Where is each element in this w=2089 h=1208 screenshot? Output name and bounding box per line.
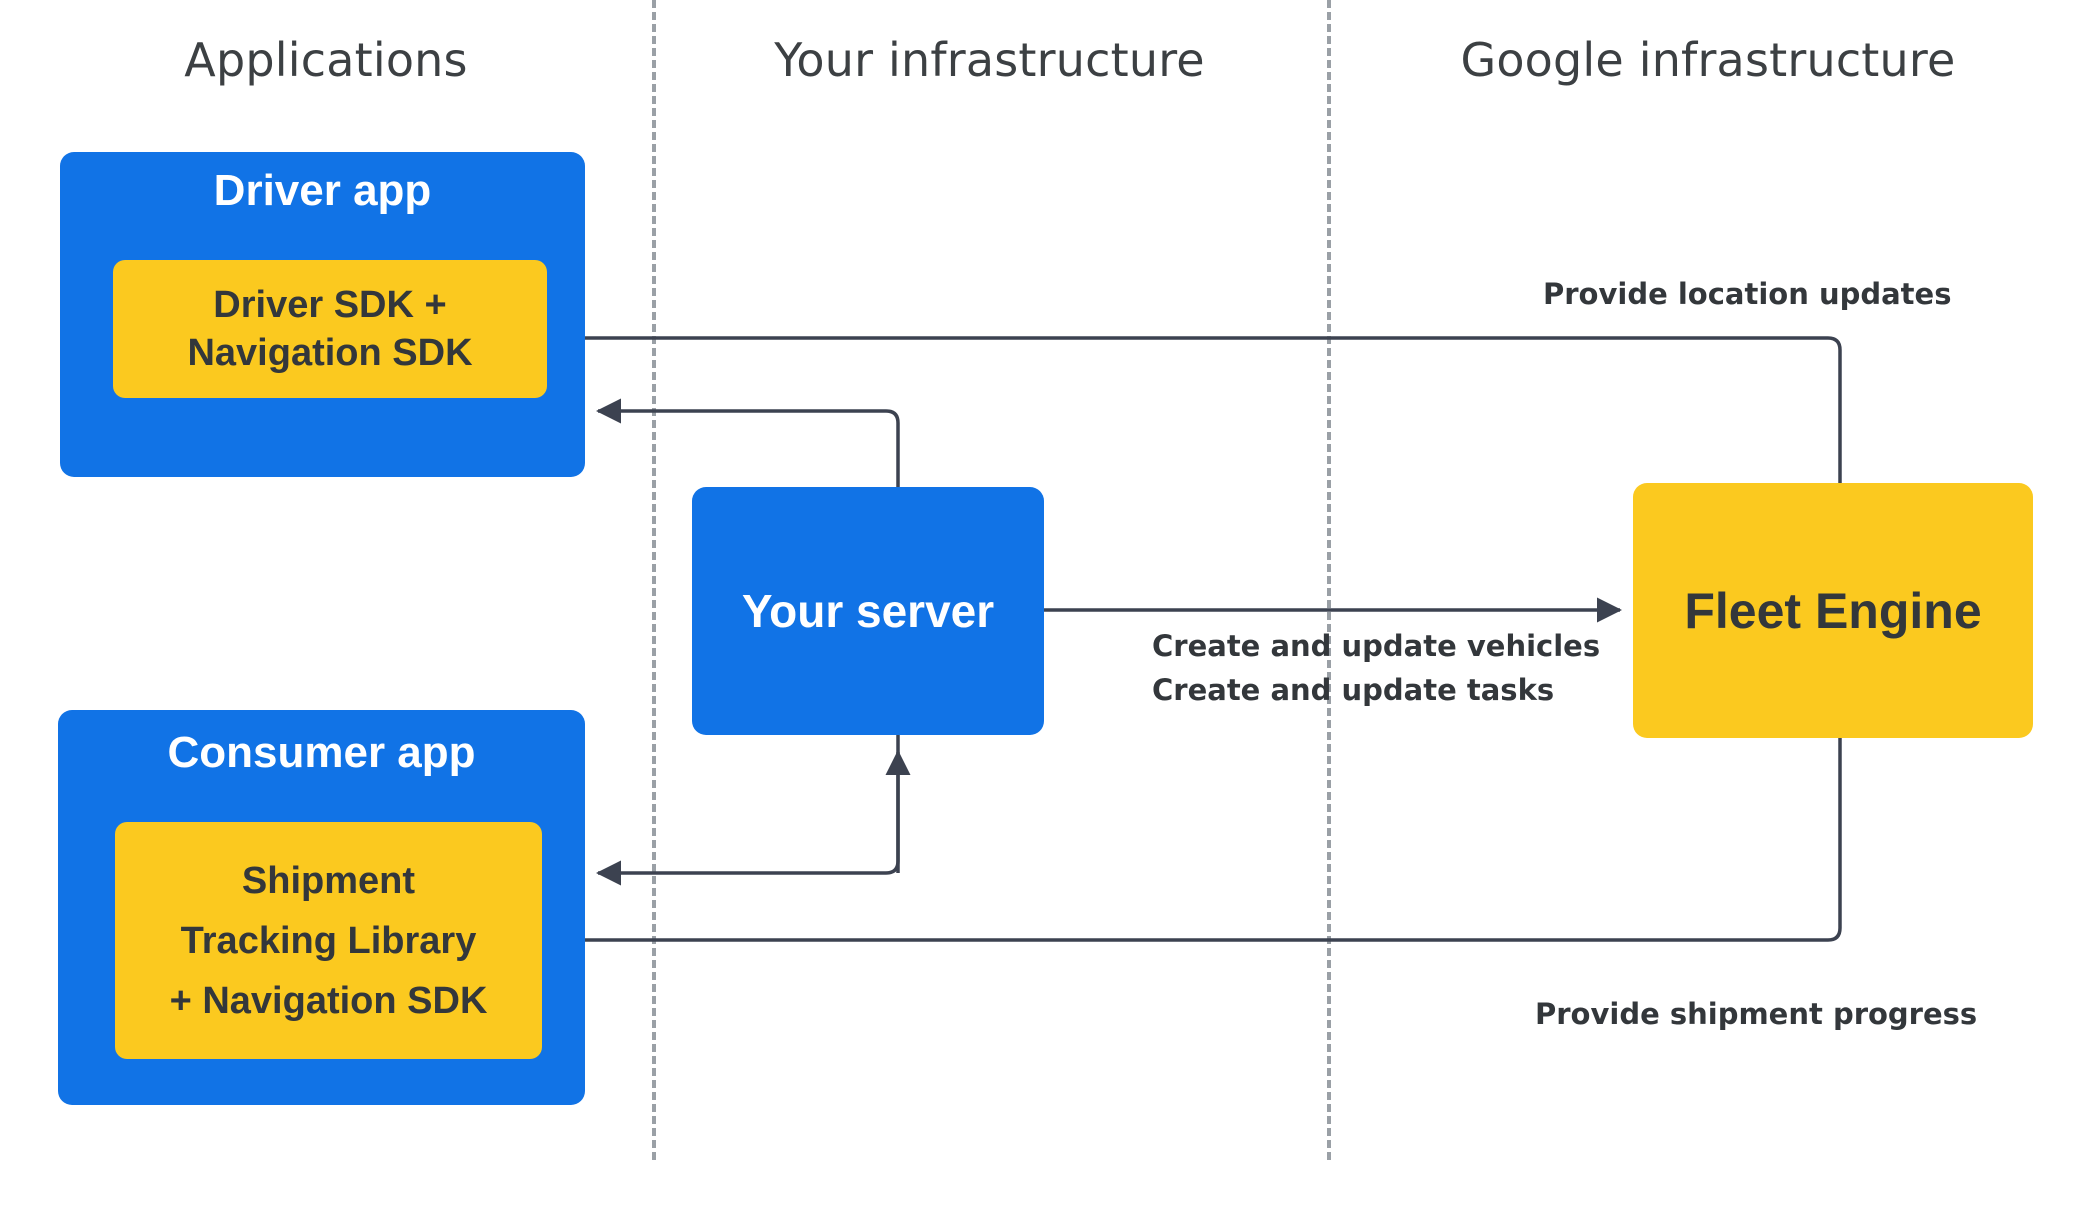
node-shipment-tracking-library-label-line3: + Navigation SDK [169,979,488,1022]
node-your-server[interactable]: Your server [692,487,1044,735]
node-fleet-engine[interactable]: Fleet Engine [1633,483,2033,738]
edge-label-provide-location-updates: Provide location updates [1543,277,1952,311]
node-shipment-tracking-library[interactable]: Shipment Tracking Library + Navigation S… [115,822,542,1059]
column-header-your-infrastructure: Your infrastructure [774,33,1205,87]
node-your-server-label: Your server [741,585,995,637]
node-driver-app-label: Driver app [213,166,432,215]
node-shipment-tracking-library-label: Shipment Tracking Library + Navigation S… [170,851,488,1031]
node-consumer-app-label: Consumer app [167,728,476,777]
column-header-applications: Applications [184,33,468,87]
column-header-google-infrastructure: Google infrastructure [1460,33,1956,87]
edge-label-create-and-update-vehicles: Create and update vehicles [1152,629,1601,663]
edge-your-server-to-consumer-app [595,735,900,886]
node-shipment-tracking-library-label-line1: Shipment [241,859,416,902]
divider-your-infrastructure-google-infrastructure [1327,0,1331,1160]
node-driver-sdk-label: Driver SDK + Navigation SDK [187,281,472,377]
edge-fleet-engine-to-shipment-tracking [552,738,1842,953]
node-driver-sdk[interactable]: Driver SDK + Navigation SDK [113,260,547,398]
edge-fleet-engine-to-driver-sdk [557,325,1842,483]
divider-applications-your-infrastructure [652,0,656,1160]
node-driver-sdk-label-line2: Navigation SDK [187,332,473,374]
edge-label-create-and-update-tasks: Create and update tasks [1152,673,1555,707]
node-shipment-tracking-library-label-line2: Tracking Library [180,919,477,962]
node-driver-sdk-label-line1: Driver SDK + [213,284,447,326]
edge-label-provide-shipment-progress: Provide shipment progress [1535,997,1978,1031]
node-fleet-engine-label: Fleet Engine [1684,582,1982,639]
edge-your-server-to-driver-app [595,398,900,487]
